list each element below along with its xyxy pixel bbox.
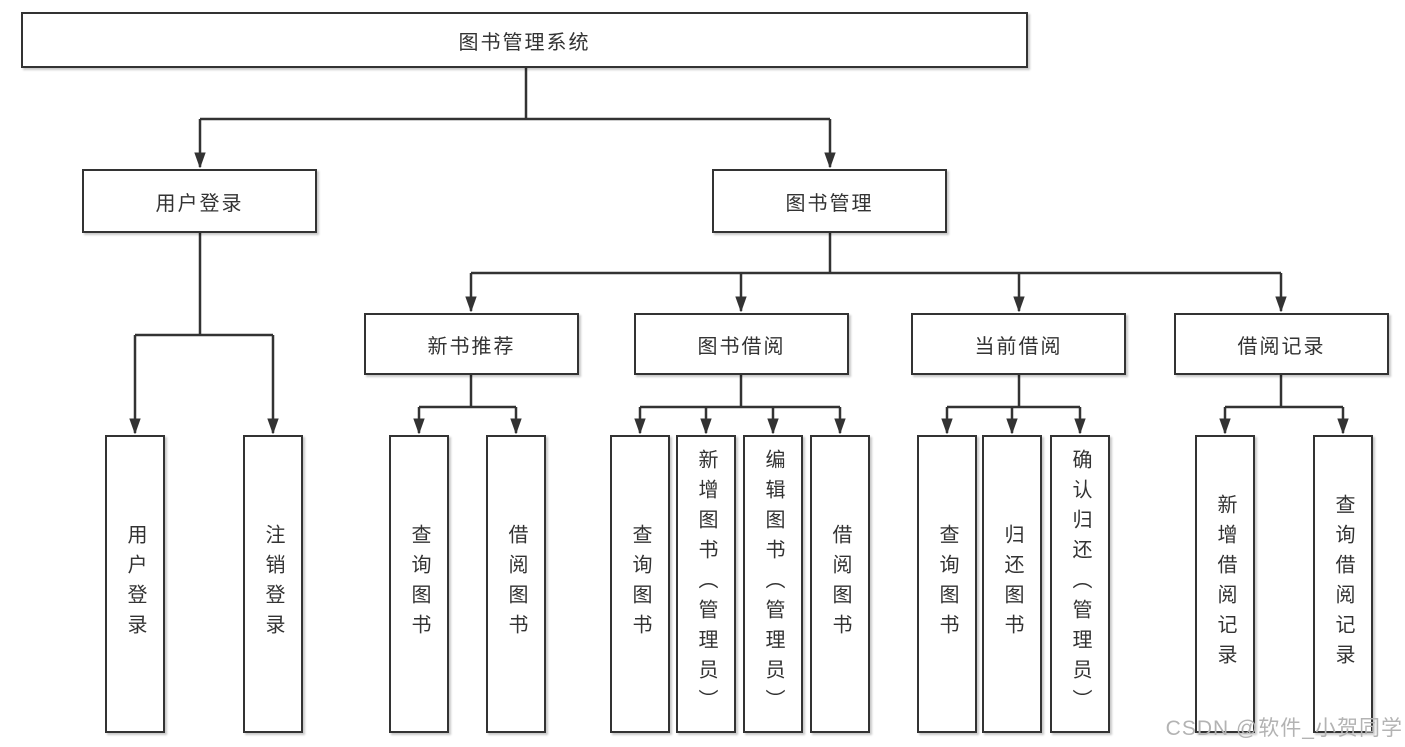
node-label: 新增借阅记录: [1214, 494, 1236, 674]
node-book-management: 图书管理: [712, 169, 947, 233]
node-label: 新增图书（管理员）: [695, 449, 717, 719]
leaf-borrow-edit-books-admin: 编辑图书（管理员）: [743, 435, 803, 733]
node-label: 用户登录: [155, 192, 244, 215]
node-label: 注销登录: [262, 524, 284, 644]
node-current-borrowing: 当前借阅: [911, 313, 1126, 375]
leaf-current-confirm-return-admin: 确认归还（管理员）: [1050, 435, 1110, 733]
node-label: 图书管理系统: [458, 31, 591, 54]
node-library-system-root: 图书管理系统: [21, 12, 1028, 68]
node-user-login: 用户登录: [82, 169, 317, 233]
node-book-borrowing: 图书借阅: [634, 313, 849, 375]
node-label: 用户登录: [124, 524, 146, 644]
node-label: 编辑图书（管理员）: [762, 449, 784, 719]
leaf-records-add-record: 新增借阅记录: [1195, 435, 1255, 733]
node-label: 图书借阅: [697, 335, 786, 358]
leaf-recommend-borrow-books: 借阅图书: [486, 435, 546, 733]
leaf-borrow-query-books: 查询图书: [610, 435, 670, 733]
node-label: 查询借阅记录: [1332, 494, 1354, 674]
leaf-current-return-books: 归还图书: [982, 435, 1042, 733]
node-label: 查询图书: [408, 524, 430, 644]
node-label: 当前借阅: [974, 335, 1063, 358]
node-label: 归还图书: [1001, 524, 1023, 644]
node-label: 查询图书: [936, 524, 958, 644]
leaf-records-query-record: 查询借阅记录: [1313, 435, 1373, 733]
leaf-current-query-books: 查询图书: [917, 435, 977, 733]
node-label: 借阅图书: [505, 524, 527, 644]
node-borrowing-records: 借阅记录: [1174, 313, 1389, 375]
node-label: 借阅图书: [829, 524, 851, 644]
node-label: 图书管理: [785, 192, 874, 215]
watermark: CSDN @软件_小贺同学: [1165, 717, 1403, 740]
leaf-user-login: 用户登录: [105, 435, 165, 733]
leaf-borrow-add-books-admin: 新增图书（管理员）: [676, 435, 736, 733]
node-label: 借阅记录: [1237, 335, 1326, 358]
node-label: 确认归还（管理员）: [1069, 449, 1091, 719]
node-new-book-recommendation: 新书推荐: [364, 313, 579, 375]
leaf-logout: 注销登录: [243, 435, 303, 733]
leaf-recommend-query-books: 查询图书: [389, 435, 449, 733]
node-label: 查询图书: [629, 524, 651, 644]
node-label: 新书推荐: [427, 335, 516, 358]
leaf-borrow-borrow-books: 借阅图书: [810, 435, 870, 733]
